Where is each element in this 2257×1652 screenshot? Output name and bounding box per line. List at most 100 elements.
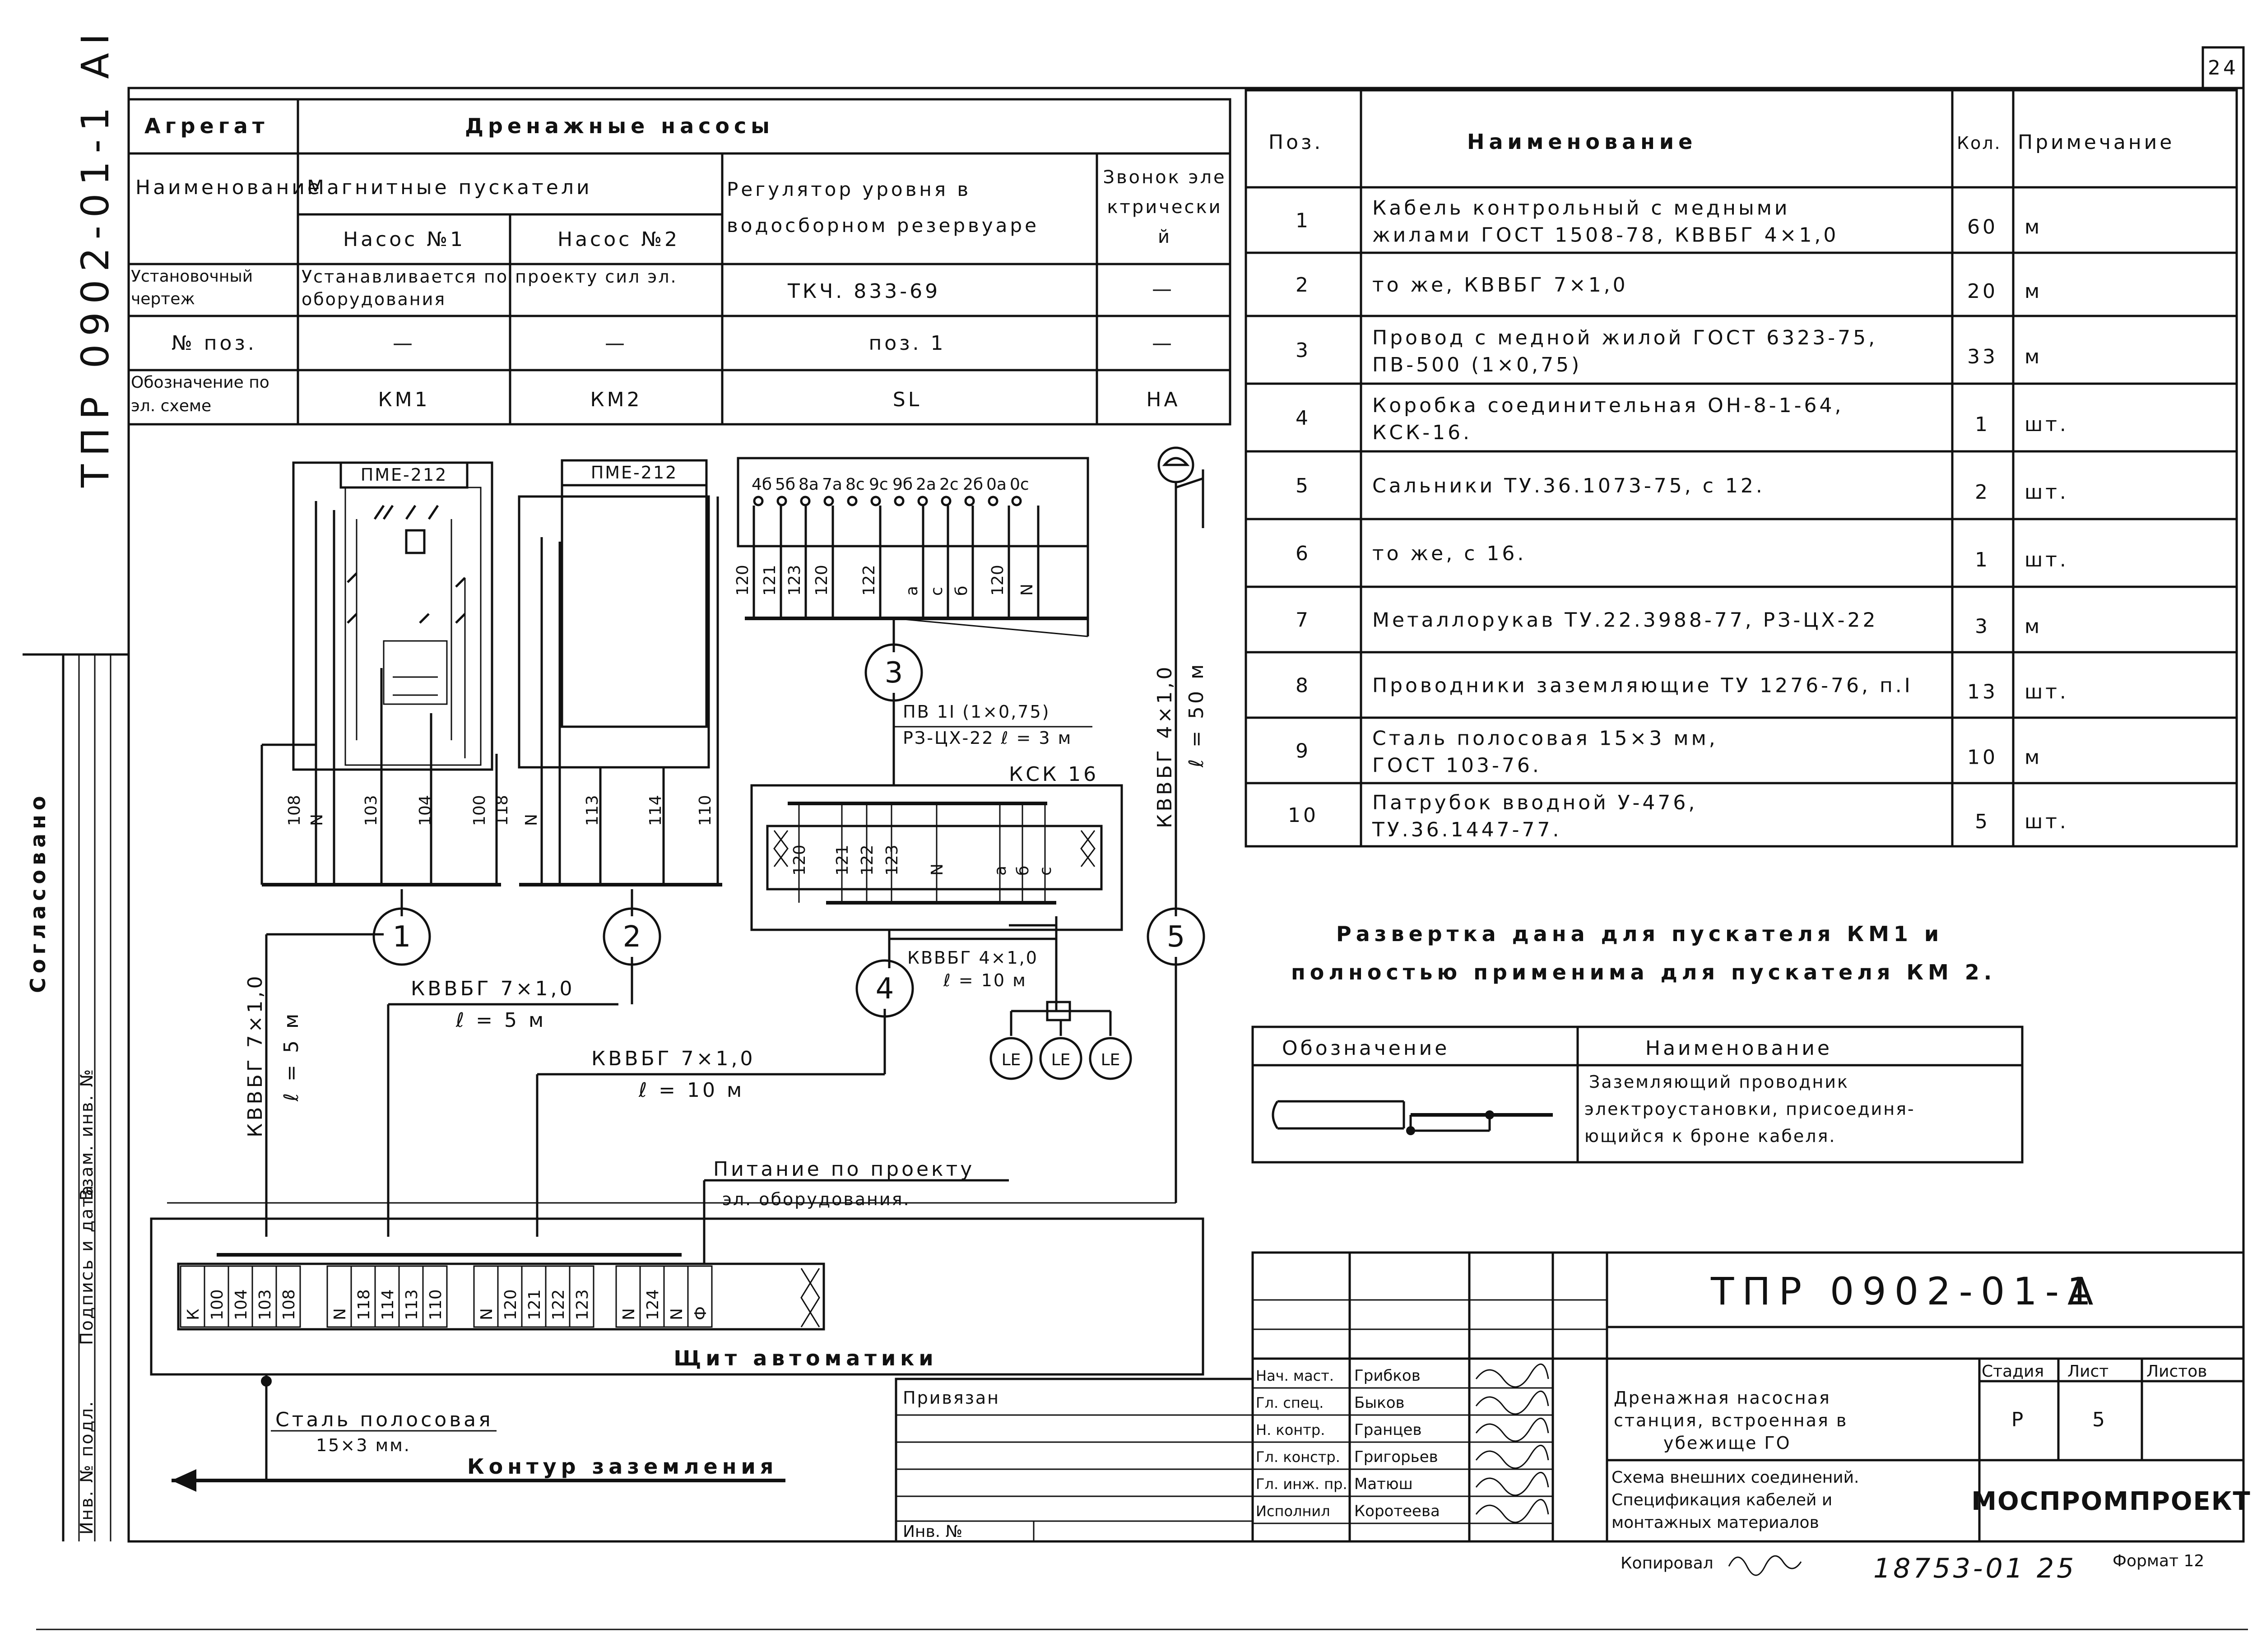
spec-header-qty: Кол. [1957, 133, 2002, 153]
spec-note: м [2025, 345, 2042, 368]
spec-note: шт. [2025, 481, 2069, 504]
inv-label: Инв. № [903, 1522, 962, 1541]
panel-terminal-label: Ф [692, 1306, 710, 1320]
spec-note: м [2025, 615, 2042, 638]
cable-marker-5 [1147, 907, 1205, 966]
terminal-label: 123 [883, 845, 901, 876]
bell [1157, 446, 1204, 1203]
panel-terminal-label: N [331, 1308, 349, 1320]
terminal-screw [823, 496, 834, 506]
level-electrode-label: LE [1051, 1051, 1071, 1069]
terminal-screw [753, 496, 764, 506]
pme-label-box-2 [561, 459, 708, 487]
role-name: Коротеева [1354, 1502, 1440, 1520]
terminal-label: а [903, 586, 921, 596]
desc-line-3: монтажных материалов [1611, 1513, 1819, 1532]
organization-name: МОСПРОМПРОЕКТ [1971, 1487, 2251, 1516]
cable-marker-number: 1 [393, 920, 411, 954]
cables: КВВБГ 7×1,0 ℓ = 5 м КВВБГ 7×1,0 ℓ = 5 м … [244, 618, 1208, 1237]
panel-terminal-label: 103 [256, 1289, 274, 1320]
terminal-label: 2а [916, 475, 936, 494]
regulator-drawing: ТКЧ. 833-69 [787, 280, 940, 303]
spec-name: Кабель контрольный с медными [1372, 197, 1790, 220]
panel-terminal [687, 1265, 713, 1328]
terminal-screw [941, 496, 952, 506]
wire-3-length: РЗ-ЦХ-22 ℓ = 3 м [903, 728, 1072, 748]
ksk-spare [773, 830, 789, 867]
panel-terminal-label: 122 [549, 1289, 568, 1320]
panel-terminal-label: 118 [355, 1289, 373, 1320]
panel-terminal [422, 1265, 448, 1328]
cable-4-length: ℓ = 10 м [943, 970, 1027, 990]
cable-2-type: КВВБГ 7×1,0 [411, 977, 575, 1000]
pump1-label: Насос №1 [343, 228, 465, 251]
regulator-pos: поз. 1 [868, 332, 946, 355]
spec-name: Сталь полосовая 15×3 мм, [1372, 727, 1718, 750]
spec-note: м [2025, 746, 2042, 769]
terminal-label: б [952, 586, 971, 596]
sheet-header: Лист [2067, 1362, 2108, 1381]
ksk-box [750, 784, 1123, 931]
terminal-screw [870, 496, 881, 506]
terminal-screw [917, 496, 928, 506]
terminal-label: 7а [822, 475, 842, 494]
spec-pos: 9 [1296, 740, 1311, 763]
strip-label-2: 15×3 мм. [316, 1435, 411, 1455]
note-line-2: полностью применима для пускателя КМ 2. [1291, 960, 1996, 984]
terminal-label: 103 [362, 795, 381, 826]
level-electrode [1039, 1037, 1082, 1080]
bound-label: Привязан [903, 1388, 1000, 1408]
spec-qty: 13 [1967, 681, 1998, 704]
starters-label: Магнитные пускатели [307, 176, 592, 199]
bell-label: Звонок электрический [1103, 167, 1226, 247]
coil-symbol [405, 529, 426, 554]
specification-table: Поз. Наименование Кол. Примечание 1Кабел… [1245, 89, 2238, 848]
spec-name: Патрубок вводной У-476, [1372, 791, 1697, 814]
panel-terminal-label: 120 [502, 1289, 520, 1320]
role-label: Гл. констр. [1256, 1448, 1340, 1466]
legend-table: Обозначение Наименование Заземляющий про… [1251, 1026, 2024, 1164]
role-name: Грибков [1354, 1367, 1421, 1385]
left-margin: ТПР 0902-01-1 АI Согласовано Инв. № подл… [23, 26, 129, 1541]
arrow-left-icon [172, 1469, 196, 1492]
power-label-1: Питание по проекту [713, 1158, 975, 1181]
terminal-label: N [308, 814, 326, 826]
spec-qty: 10 [1967, 746, 1998, 769]
spec-pos: 5 [1296, 474, 1311, 497]
terminal-screw [800, 496, 811, 506]
ground-label: Контур заземления [467, 1454, 778, 1479]
spec-pos: 8 [1296, 674, 1311, 697]
spec-name-cont: КСК-16. [1372, 421, 1472, 444]
spec-header-note: Примечание [2018, 131, 2174, 154]
spec-note: шт. [2025, 548, 2069, 571]
spec-note: шт. [2025, 413, 2069, 436]
spec-note: шт. [2025, 810, 2069, 833]
terminal-label: 120 [989, 565, 1007, 596]
archive-col-2: Подпись и дата [77, 1184, 97, 1345]
ground-node [261, 1376, 272, 1387]
agreed-label: Согласовано [26, 791, 50, 993]
terminal-label: 114 [646, 795, 665, 826]
title-code: ТПР 0902-01-1 [1710, 1269, 2099, 1313]
pump2-pos-dash: — [605, 332, 627, 355]
terminal-label: 121 [761, 565, 779, 596]
spec-qty: 60 [1967, 216, 1998, 239]
terminal-label: 0с [1010, 475, 1029, 494]
panel-terminal-label: N [620, 1308, 638, 1320]
starter-km2-inner [561, 459, 708, 728]
regulator-label-box: Регулятор уровня в водосборном резервуар… [727, 178, 1036, 237]
label-name: Наименование [135, 176, 322, 199]
panel-terminal-label: N [668, 1308, 686, 1320]
note-block: Развертка дана для пускателя КМ1 и полно… [1291, 922, 1996, 984]
starter-km2-box [518, 495, 710, 769]
sheet-value: 5 [2092, 1408, 2108, 1431]
bell-label-box: Звонок электрический [1103, 167, 1226, 247]
role-name: Матюш [1354, 1475, 1413, 1493]
terminal-label: 120 [813, 565, 831, 596]
terminal-label: 122 [860, 565, 878, 596]
panel-terminal [569, 1265, 594, 1328]
